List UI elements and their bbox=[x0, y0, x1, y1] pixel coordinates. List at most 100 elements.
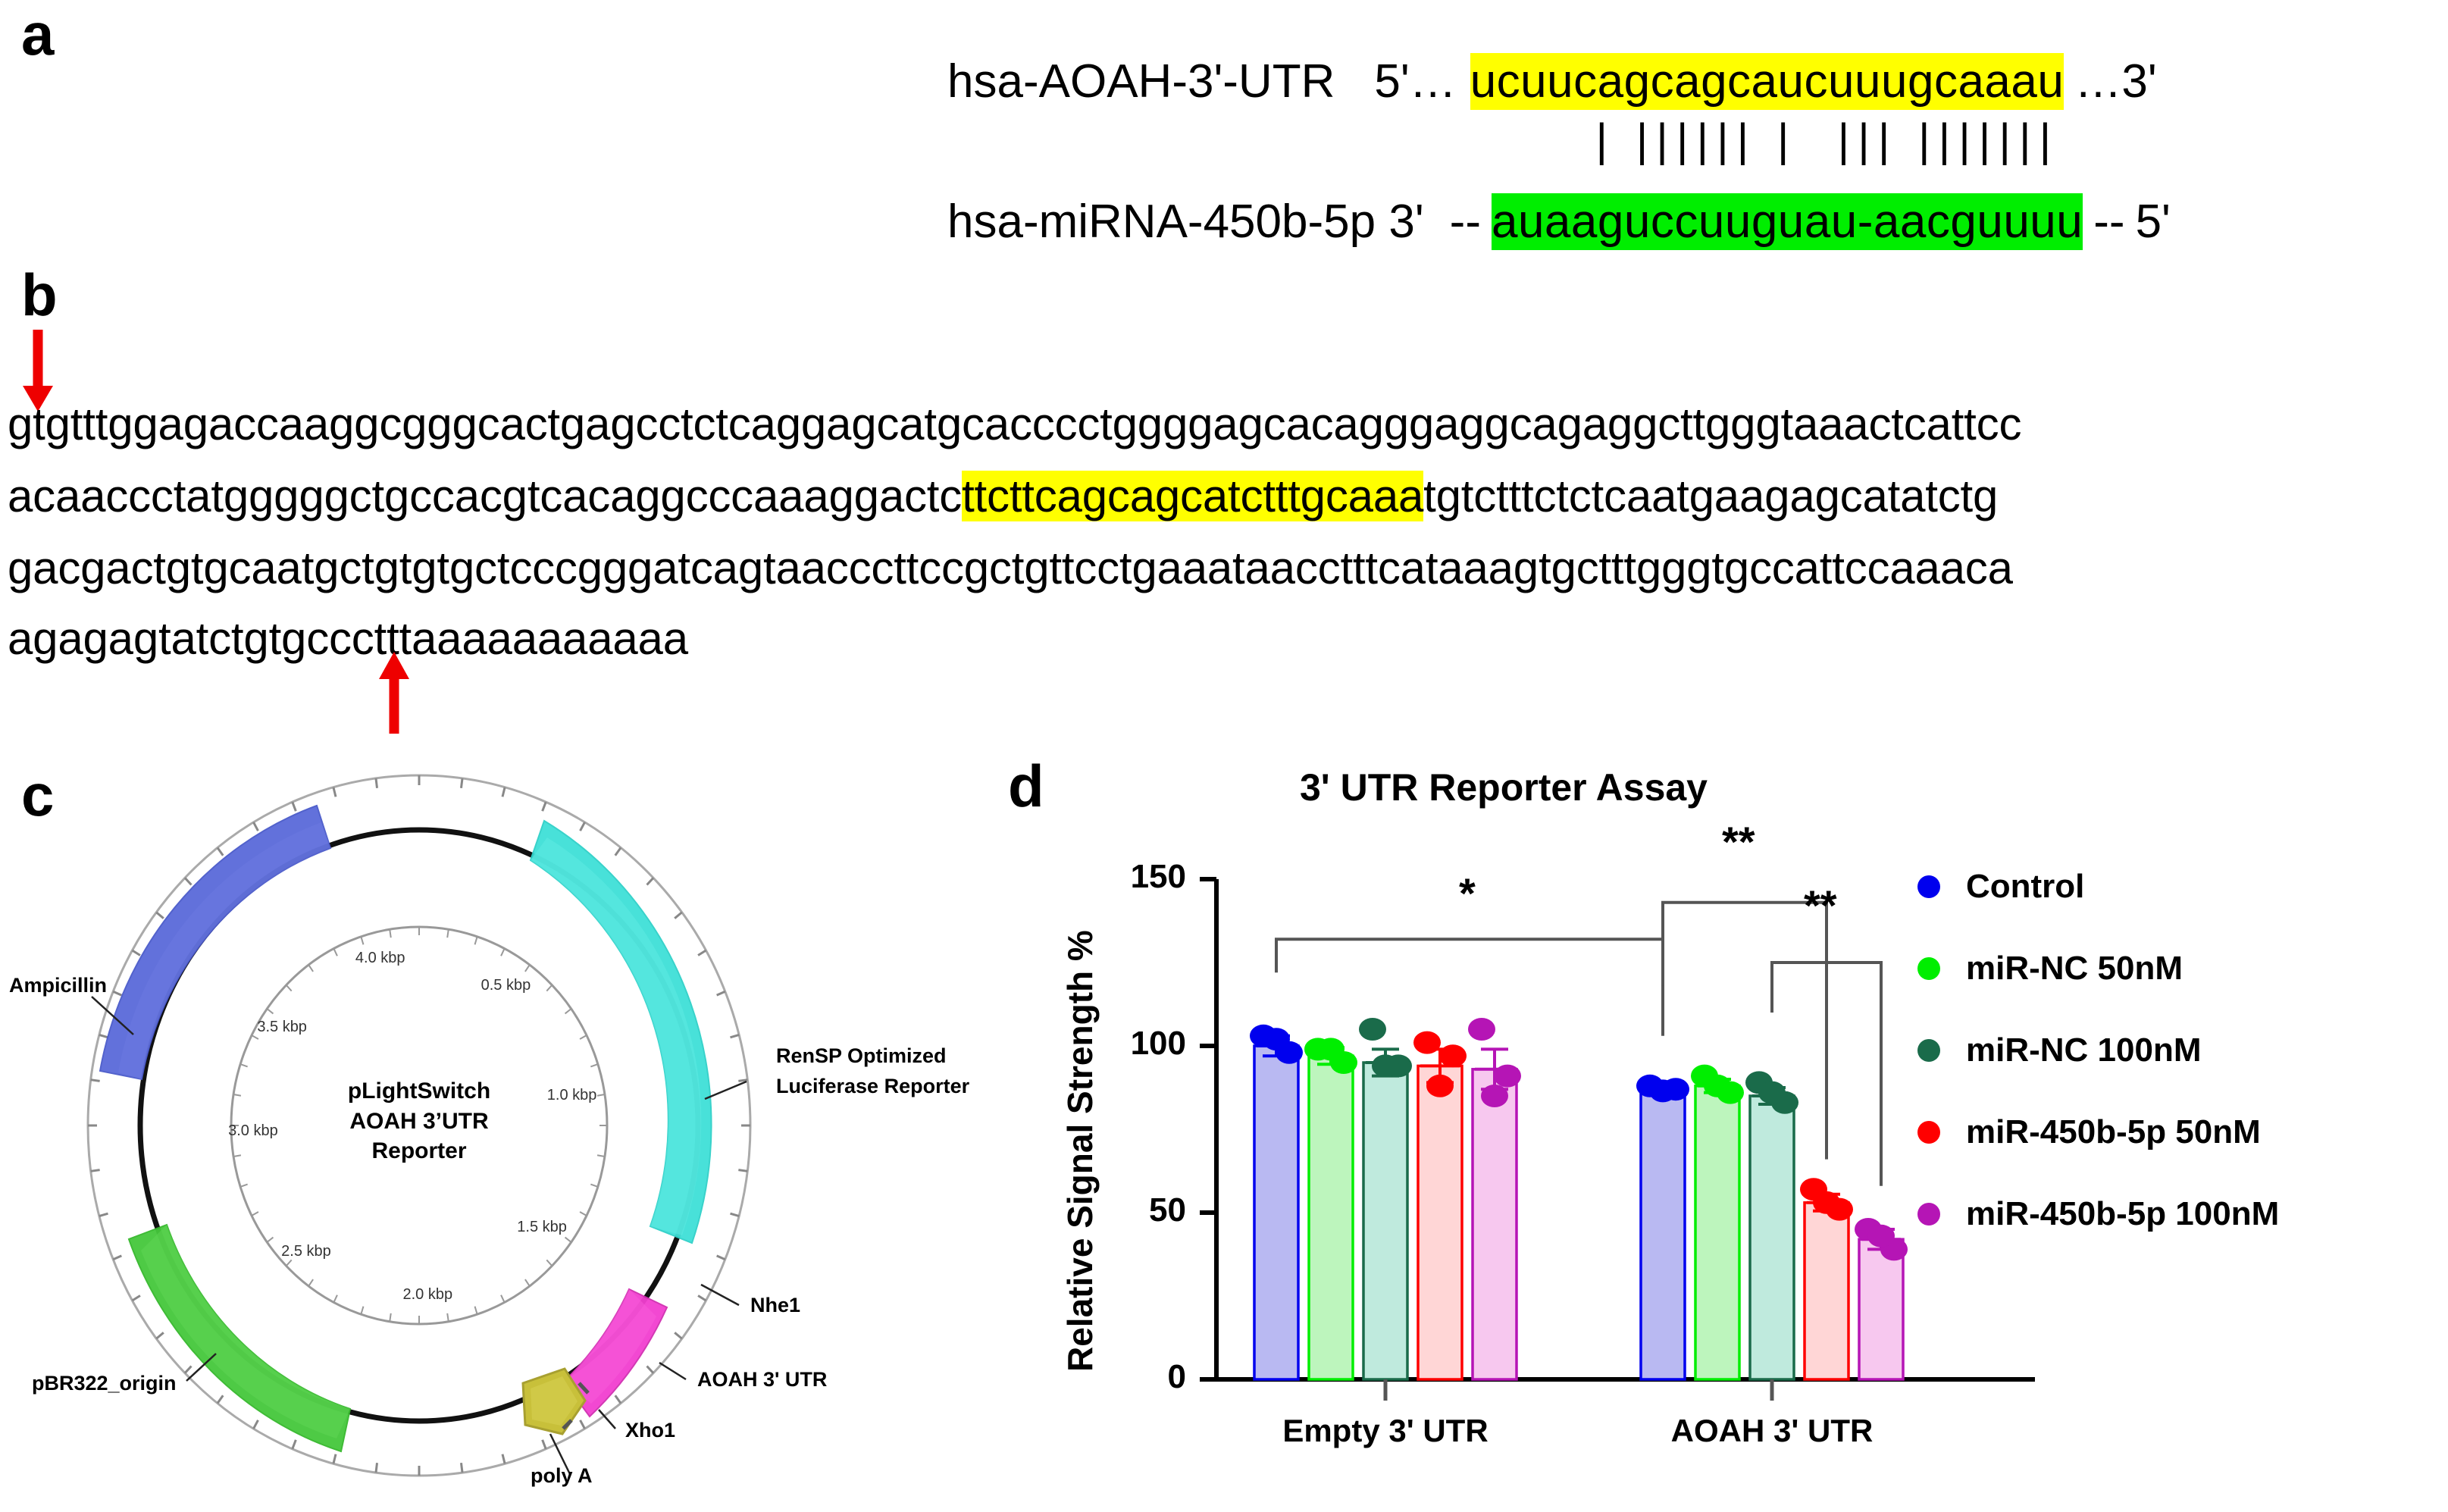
plasmid-scale-tick bbox=[596, 1154, 606, 1157]
data-point bbox=[1494, 1064, 1521, 1088]
mirna-binding-site-highlight: ttcttcagcagcatctttgcaaa bbox=[962, 471, 1424, 521]
plasmid-scale-tick bbox=[251, 1211, 259, 1216]
plasmid-tick bbox=[674, 911, 683, 919]
dna-sequence-line: agagagtatctgtgccctttaaaaaaaaaaa bbox=[8, 612, 688, 665]
plasmid-tick bbox=[374, 778, 379, 789]
plasmid-scale-tick bbox=[266, 1008, 274, 1015]
legend-color-dot-icon bbox=[1917, 957, 1940, 980]
plasmid-tick bbox=[614, 847, 622, 856]
plasmid-scale-tick bbox=[579, 1035, 587, 1040]
plasmid-tick bbox=[614, 1395, 622, 1404]
base-pair-bar: | bbox=[1676, 114, 1689, 165]
panel-a: a hsa-AOAH-3'-UTR 5'… ucuucagcagcaucuuug… bbox=[0, 0, 2448, 265]
bar bbox=[1362, 1061, 1409, 1381]
plasmid-tick bbox=[155, 1332, 164, 1340]
plasmid-tick bbox=[579, 822, 586, 831]
plasmid-scale-tick bbox=[333, 948, 338, 956]
utr-name-label: hsa-AOAH-3'-UTR bbox=[947, 55, 1335, 108]
base-pair-bar: | bbox=[1656, 114, 1668, 165]
sig-empty-vs-aoah-label: * bbox=[1459, 869, 1476, 917]
plasmid-scale-tick bbox=[308, 964, 314, 972]
data-point bbox=[1813, 1191, 1840, 1214]
label-xho1: Xho1 bbox=[625, 1419, 676, 1442]
sig-aoah-100-label: ** bbox=[1804, 881, 1837, 929]
plasmid-name-line3: Reporter bbox=[371, 1138, 467, 1164]
plasmid-tick bbox=[99, 1033, 108, 1039]
bar bbox=[1253, 1044, 1300, 1381]
plasmid-tick bbox=[716, 990, 726, 997]
plasmid-tick bbox=[183, 877, 193, 886]
plasmid-scale-tick bbox=[360, 936, 365, 945]
plasmid-scale-tick bbox=[524, 964, 531, 972]
dna-sequence-line: gtgtttggagaccaaggcgggcactgagcctctcaggagc… bbox=[8, 398, 2021, 450]
plasmid-scale-tick bbox=[233, 1154, 242, 1157]
leader-aoah bbox=[659, 1361, 687, 1381]
panel-b-letter: b bbox=[21, 261, 58, 328]
feature-rensp-highlight bbox=[531, 837, 702, 1235]
plasmid-scale-tick bbox=[564, 1236, 572, 1243]
legend-color-dot-icon bbox=[1917, 875, 1940, 898]
plasmid-scale-tick bbox=[564, 1008, 572, 1015]
legend-color-dot-icon bbox=[1917, 1121, 1940, 1144]
y-axis-tick-label: 100 bbox=[1130, 1025, 1186, 1062]
plasmid-scale-tick bbox=[333, 1294, 338, 1303]
plasmid-scale-tick bbox=[285, 1259, 293, 1266]
utr-sequence-row: hsa-AOAH-3'-UTR 5'… ucuucagcagcaucuuugca… bbox=[947, 53, 2157, 110]
plasmid-center-title: pLightSwitch AOAH 3’UTR Reporter bbox=[283, 1076, 556, 1166]
plasmid-tick bbox=[716, 1254, 726, 1261]
base-pair-gap bbox=[1612, 117, 1633, 163]
data-point bbox=[1439, 1044, 1467, 1068]
mirna-dash-right: -- bbox=[2093, 196, 2125, 248]
plasmid-scale-tick bbox=[596, 1094, 606, 1097]
utr-five-prime-label: 5'… bbox=[1374, 55, 1457, 108]
sig-aoah-50-bracket bbox=[1661, 900, 1828, 1160]
plasmid-tick bbox=[90, 1078, 100, 1082]
plasmid-scale-tick bbox=[239, 1183, 248, 1188]
plasmid-tick bbox=[579, 1420, 586, 1429]
plasmid-tick bbox=[459, 778, 464, 789]
bar bbox=[1858, 1238, 1905, 1381]
plasmid-scale-label: 1.5 kbp bbox=[517, 1219, 567, 1236]
plasmid-tick bbox=[112, 990, 122, 997]
plasmid-scale-tick bbox=[546, 985, 553, 992]
leader-xho1 bbox=[598, 1409, 616, 1429]
plasmid-name-line1: pLightSwitch bbox=[347, 1078, 491, 1103]
label-poly-a: poly A bbox=[531, 1464, 593, 1487]
legend-item: miR-NC 50nM bbox=[1917, 950, 2183, 988]
base-pairing-bars: | |||||| | ||| ||||||| bbox=[1592, 117, 2055, 163]
plasmid-scale-tick bbox=[360, 1306, 365, 1315]
plasmid-tick bbox=[738, 1169, 748, 1172]
plasmid-scale-label: 1.0 kbp bbox=[546, 1086, 597, 1103]
bar bbox=[1471, 1068, 1518, 1381]
leader-rensp bbox=[704, 1080, 747, 1100]
plasmid-scale-tick bbox=[446, 1313, 449, 1322]
bar bbox=[1417, 1064, 1463, 1381]
mcs-tick-xho1 bbox=[562, 1419, 573, 1430]
plasmid-tick bbox=[90, 1169, 100, 1172]
base-pair-bar: | bbox=[2039, 114, 2052, 165]
legend-item: miR-NC 100nM bbox=[1917, 1031, 2202, 1069]
label-nhe1: Nhe1 bbox=[750, 1294, 801, 1316]
plasmid-tick bbox=[459, 1462, 464, 1473]
base-pair-bar: | bbox=[1595, 114, 1608, 165]
plasmid-scale-tick bbox=[500, 948, 506, 956]
label-rensp-line2: Luciferase Reporter bbox=[776, 1075, 970, 1097]
bar bbox=[1694, 1085, 1741, 1381]
plasmid-tick bbox=[541, 1439, 547, 1450]
plasmid-scale-label: 0.5 kbp bbox=[481, 976, 531, 994]
plasmid-scale-tick bbox=[389, 1313, 392, 1322]
y-axis-tick-label: 150 bbox=[1130, 858, 1186, 895]
base-pair-bar: | bbox=[1717, 114, 1729, 165]
base-pair-bar: | bbox=[1736, 114, 1749, 165]
plasmid-scale-tick bbox=[251, 1035, 259, 1040]
base-pair-bar: | bbox=[1978, 114, 1991, 165]
panel-a-letter: a bbox=[21, 1, 55, 67]
data-point bbox=[1704, 1074, 1731, 1097]
leader-ampicillin bbox=[91, 996, 134, 1035]
legend-color-dot-icon bbox=[1917, 1203, 1940, 1226]
utr-sequence-text: ucuucagcagcaucuuugcaaau bbox=[1470, 53, 2065, 110]
plasmid-tick bbox=[501, 1454, 506, 1464]
plasmid-scale-label: 4.0 kbp bbox=[355, 949, 405, 966]
panel-d: d 3' UTR Reporter Assay Relative Signal … bbox=[1000, 743, 2448, 1512]
label-pbr322-origin: pBR322_origin bbox=[32, 1372, 177, 1395]
